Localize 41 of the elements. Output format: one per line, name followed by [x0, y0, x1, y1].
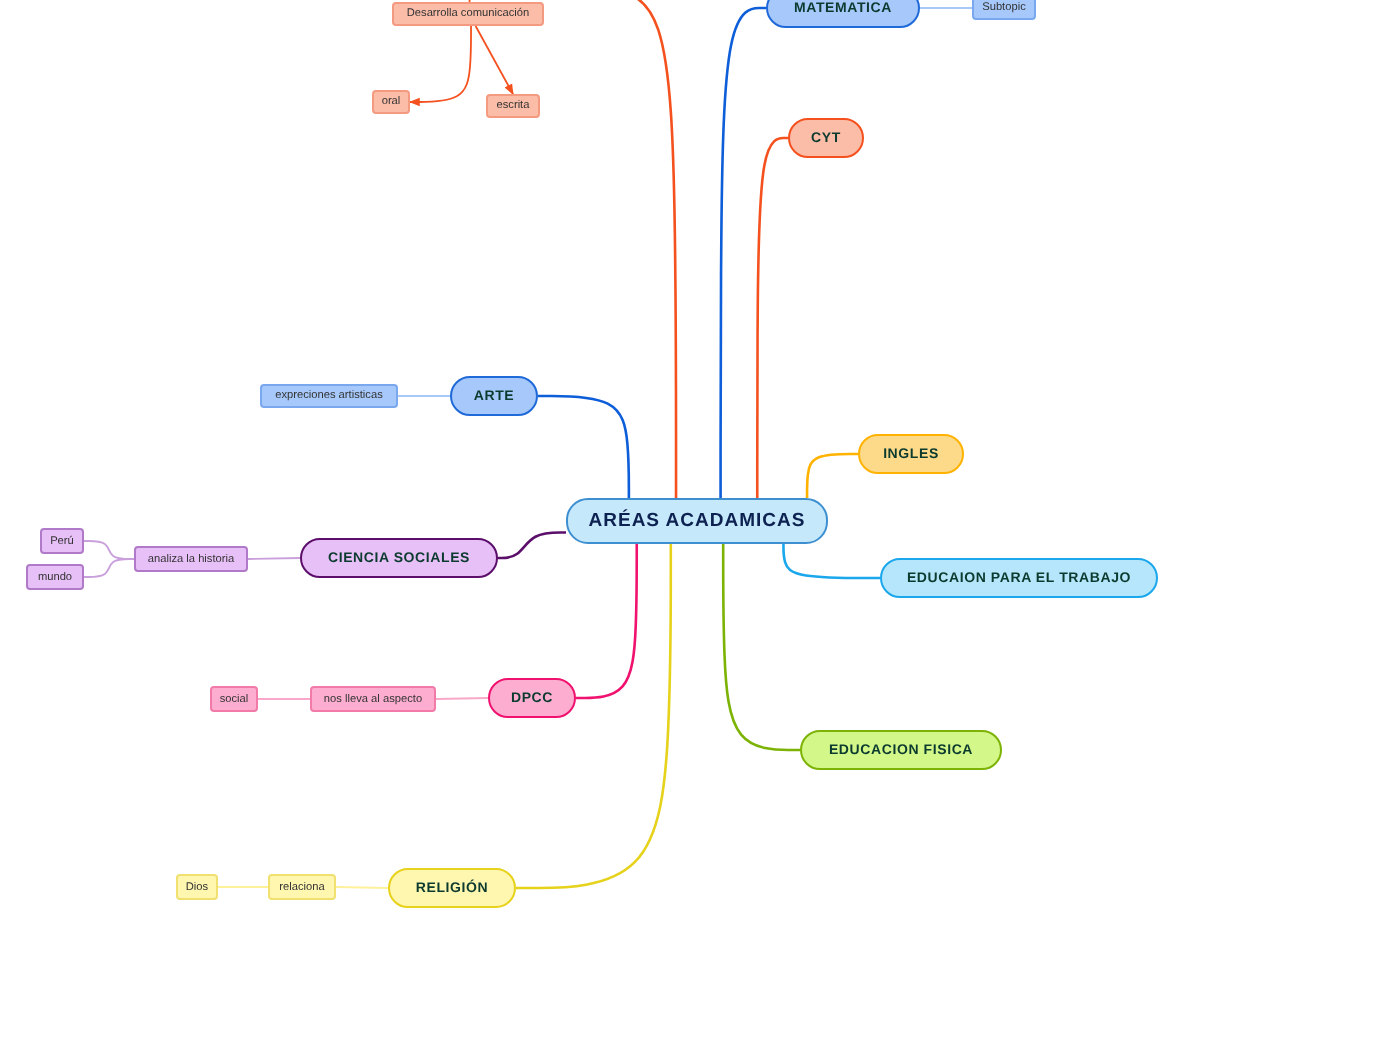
connector-line [217, 886, 269, 888]
topic-box [488, 678, 576, 718]
subtopic-box [310, 686, 436, 712]
topic-box [300, 538, 498, 578]
subtopic-box [210, 686, 258, 712]
central-topic-label: ARÉAS ACADAMICAS [588, 510, 806, 532]
subtopic-box [134, 546, 248, 572]
connector-line [721, 544, 800, 752]
topic-box [766, 0, 920, 28]
subtopic-box [260, 384, 398, 408]
central-topic-box [566, 498, 828, 544]
subtopic-box [392, 2, 544, 26]
connector-line [538, 394, 631, 498]
arrow [408, 25, 472, 107]
connector-line [805, 452, 858, 498]
subtopic-box [372, 90, 410, 114]
connector-line [83, 558, 135, 578]
connector-line [782, 544, 880, 580]
connector-line [516, 544, 673, 890]
connector-line [576, 544, 639, 700]
subtopic-box [486, 94, 540, 118]
connector-line [719, 6, 766, 498]
connector-line [919, 7, 973, 9]
topic-box [388, 868, 516, 908]
connector-line [257, 698, 311, 700]
subtopic-box [40, 528, 84, 554]
connector-line [435, 697, 489, 700]
topic-box [788, 118, 864, 158]
subtopic-box [176, 874, 218, 900]
connector-line [335, 886, 389, 889]
connector-line [397, 395, 451, 397]
connector-line [247, 557, 301, 560]
subtopic-box [972, 0, 1036, 20]
arrow [474, 25, 514, 95]
topic-box [800, 730, 1002, 770]
topic-box [450, 376, 538, 416]
subtopic-box [26, 564, 84, 590]
topic-box [858, 434, 964, 474]
connector-line [498, 531, 566, 560]
topic-box [880, 558, 1158, 598]
subtopic-box [268, 874, 336, 900]
